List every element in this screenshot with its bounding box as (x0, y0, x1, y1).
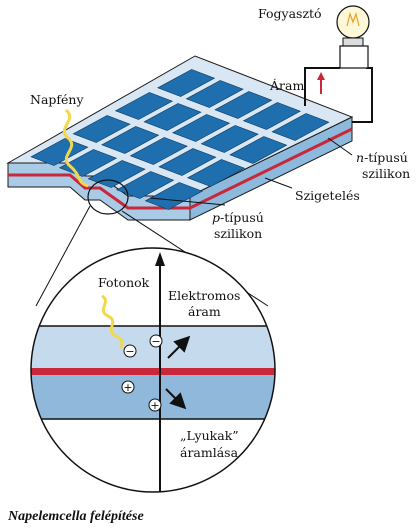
electron-current-label-line1: Elektromos (168, 288, 240, 303)
solar-cell (116, 171, 175, 199)
solar-cell (185, 80, 244, 108)
n-type-prefix: n (356, 150, 364, 165)
svg-text:−: − (151, 335, 160, 348)
solar-cell (214, 91, 273, 119)
holes-flow-label-line2: áramlása (180, 445, 239, 460)
solar-cell (158, 148, 217, 176)
solar-cell (172, 114, 231, 142)
p-type-suffix: -típusú (220, 210, 264, 225)
electron-charge: − (149, 334, 163, 348)
solar-panel (6, 55, 354, 221)
solar-cell (200, 125, 259, 153)
current-arrow (317, 72, 325, 94)
solar-cell (114, 92, 174, 120)
p-layer (31, 375, 275, 419)
n-type-label: n-típusú (356, 150, 408, 165)
solar-cell (30, 138, 89, 166)
electron-charge: − (123, 344, 137, 358)
hole-charge: + (148, 398, 162, 412)
junction-stripe (8, 127, 353, 210)
n-type-suffix: -típusú (364, 150, 408, 165)
magnified-view: − − + + (30, 247, 276, 493)
label-pointers (149, 137, 353, 206)
solar-cell (242, 102, 302, 130)
hole-charge: + (121, 380, 135, 394)
n-type-label-line2: szilikon (362, 166, 410, 181)
current-label: Áram (269, 78, 304, 93)
photons-label: Fotonok (98, 275, 150, 290)
solar-cell (101, 126, 160, 154)
panel-cells (30, 69, 330, 210)
solar-cell (129, 137, 188, 165)
solar-cell (72, 115, 131, 143)
circuit-wires (304, 67, 373, 123)
photon-ray-icon (101, 294, 124, 350)
solar-cell (157, 69, 216, 97)
load-label: Fogyasztó (258, 6, 322, 21)
sunlight-ray-icon (62, 108, 89, 188)
zoom-spot (87, 179, 129, 215)
p-type-prefix: p (212, 210, 220, 225)
electron-motion-arrow (167, 335, 191, 359)
solar-cell (229, 136, 288, 164)
p-type-label-line2: szilikon (214, 226, 262, 241)
svg-text:+: + (150, 399, 159, 412)
electron-current-arrowhead (155, 252, 165, 266)
sunlight-label: Napfény (30, 92, 84, 107)
solar-cell (186, 159, 246, 187)
svg-text:+: + (123, 381, 132, 394)
junction-layer (31, 368, 275, 375)
hole-motion-arrow (165, 388, 187, 410)
electron-current-label-line2: áram (188, 304, 221, 319)
solar-cell (143, 103, 202, 131)
light-bulb-icon (336, 5, 370, 69)
figure-caption: Napelemcella felépítése (7, 509, 144, 524)
solar-cell (144, 182, 203, 210)
solar-cell (271, 113, 330, 141)
p-type-label: p-típusú (212, 210, 264, 225)
holes-flow-label-line1: „Lyukak” (180, 428, 239, 443)
insulation-label: Szigetelés (295, 188, 360, 203)
svg-text:−: − (125, 345, 134, 358)
n-layer (31, 326, 275, 368)
